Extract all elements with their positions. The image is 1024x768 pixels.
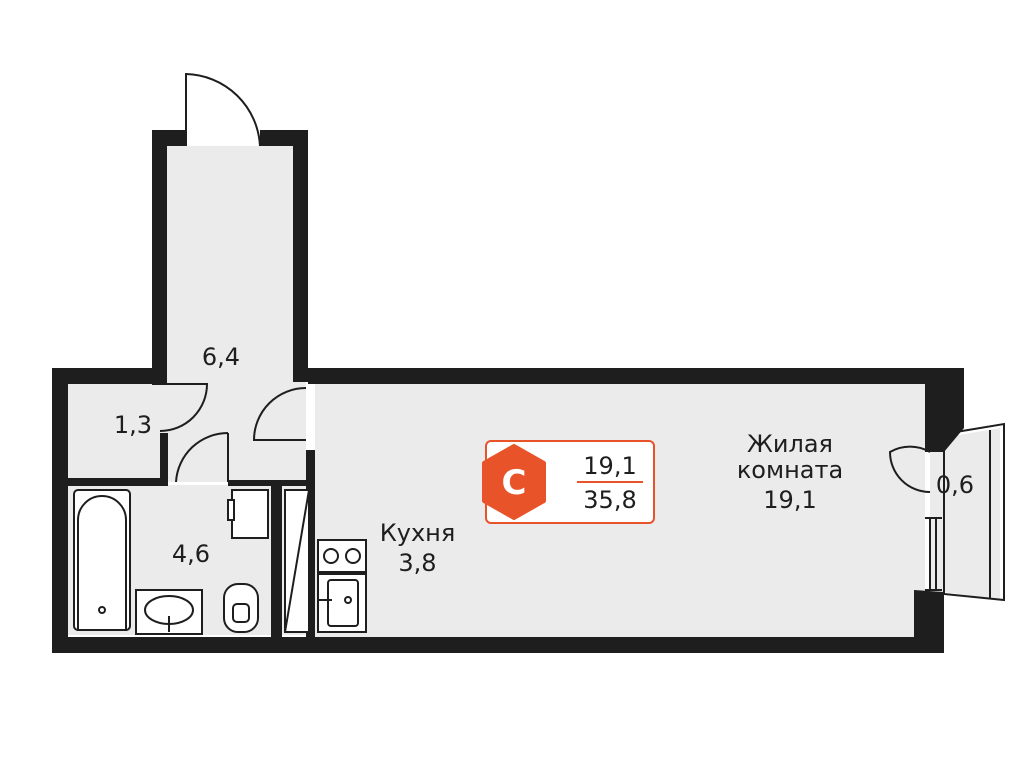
living-name-line2: комната — [736, 456, 844, 484]
wall-corridor-right — [293, 130, 308, 382]
wc-door-arc — [159, 383, 209, 432]
wc-area-label: 1,3 — [113, 411, 153, 439]
sink-icon — [135, 589, 203, 635]
kitchen-area-label: 3,8 — [398, 549, 437, 577]
badge-divider — [577, 481, 643, 483]
balcony-area-label: 0,6 — [935, 471, 975, 499]
doors — [159, 72, 931, 493]
bathtub-icon — [73, 489, 131, 631]
hall-door-arc — [252, 387, 307, 441]
balcony-floor — [930, 428, 1000, 600]
living-area-label: 19,1 — [763, 486, 817, 514]
wall-kitchen-left — [306, 450, 315, 637]
balcony-door-arc — [888, 445, 931, 493]
hexagon-c-logo: C — [482, 444, 546, 520]
wall-bath-top — [228, 480, 308, 486]
wall-right-lower — [914, 590, 944, 653]
entrance-door-arc — [185, 72, 261, 147]
wall-wc-right — [160, 433, 168, 486]
wall-wc-bottom — [68, 478, 164, 486]
bathroom-area-label: 4,6 — [171, 540, 211, 568]
badge-total-area: 35,8 — [583, 486, 637, 514]
corridor-floor — [167, 146, 293, 386]
wall-bottom — [52, 637, 944, 653]
living-name-line1: Жилая — [747, 430, 833, 458]
wardrobe-icon — [284, 489, 310, 633]
bath-door-arc — [175, 431, 229, 483]
stove-icon — [317, 539, 367, 573]
kitchen-name-label: Кухня — [379, 519, 456, 547]
area-badge: C 19,1 35,8 — [482, 440, 655, 524]
corridor-area-label: 6,4 — [201, 343, 241, 371]
badge-living-area: 19,1 — [583, 452, 637, 480]
balcony-railing — [925, 422, 1005, 602]
wall-left-top — [52, 368, 160, 384]
wall-bath-right — [271, 480, 282, 637]
wall-left-outer — [52, 368, 68, 652]
wall-right-upper — [925, 368, 964, 452]
walls — [52, 130, 964, 653]
toilet-icon — [223, 583, 259, 633]
washing-machine-icon — [227, 489, 269, 539]
wall-main-top — [308, 368, 944, 384]
wall-top-right-stub — [260, 130, 308, 146]
wall-top-left-stub — [152, 130, 186, 146]
hall-floor — [164, 378, 306, 482]
wall-corridor-left — [152, 130, 167, 385]
logo-letter: C — [502, 463, 527, 503]
wc-floor — [68, 384, 164, 478]
kitchen-sink-icon — [317, 573, 367, 633]
